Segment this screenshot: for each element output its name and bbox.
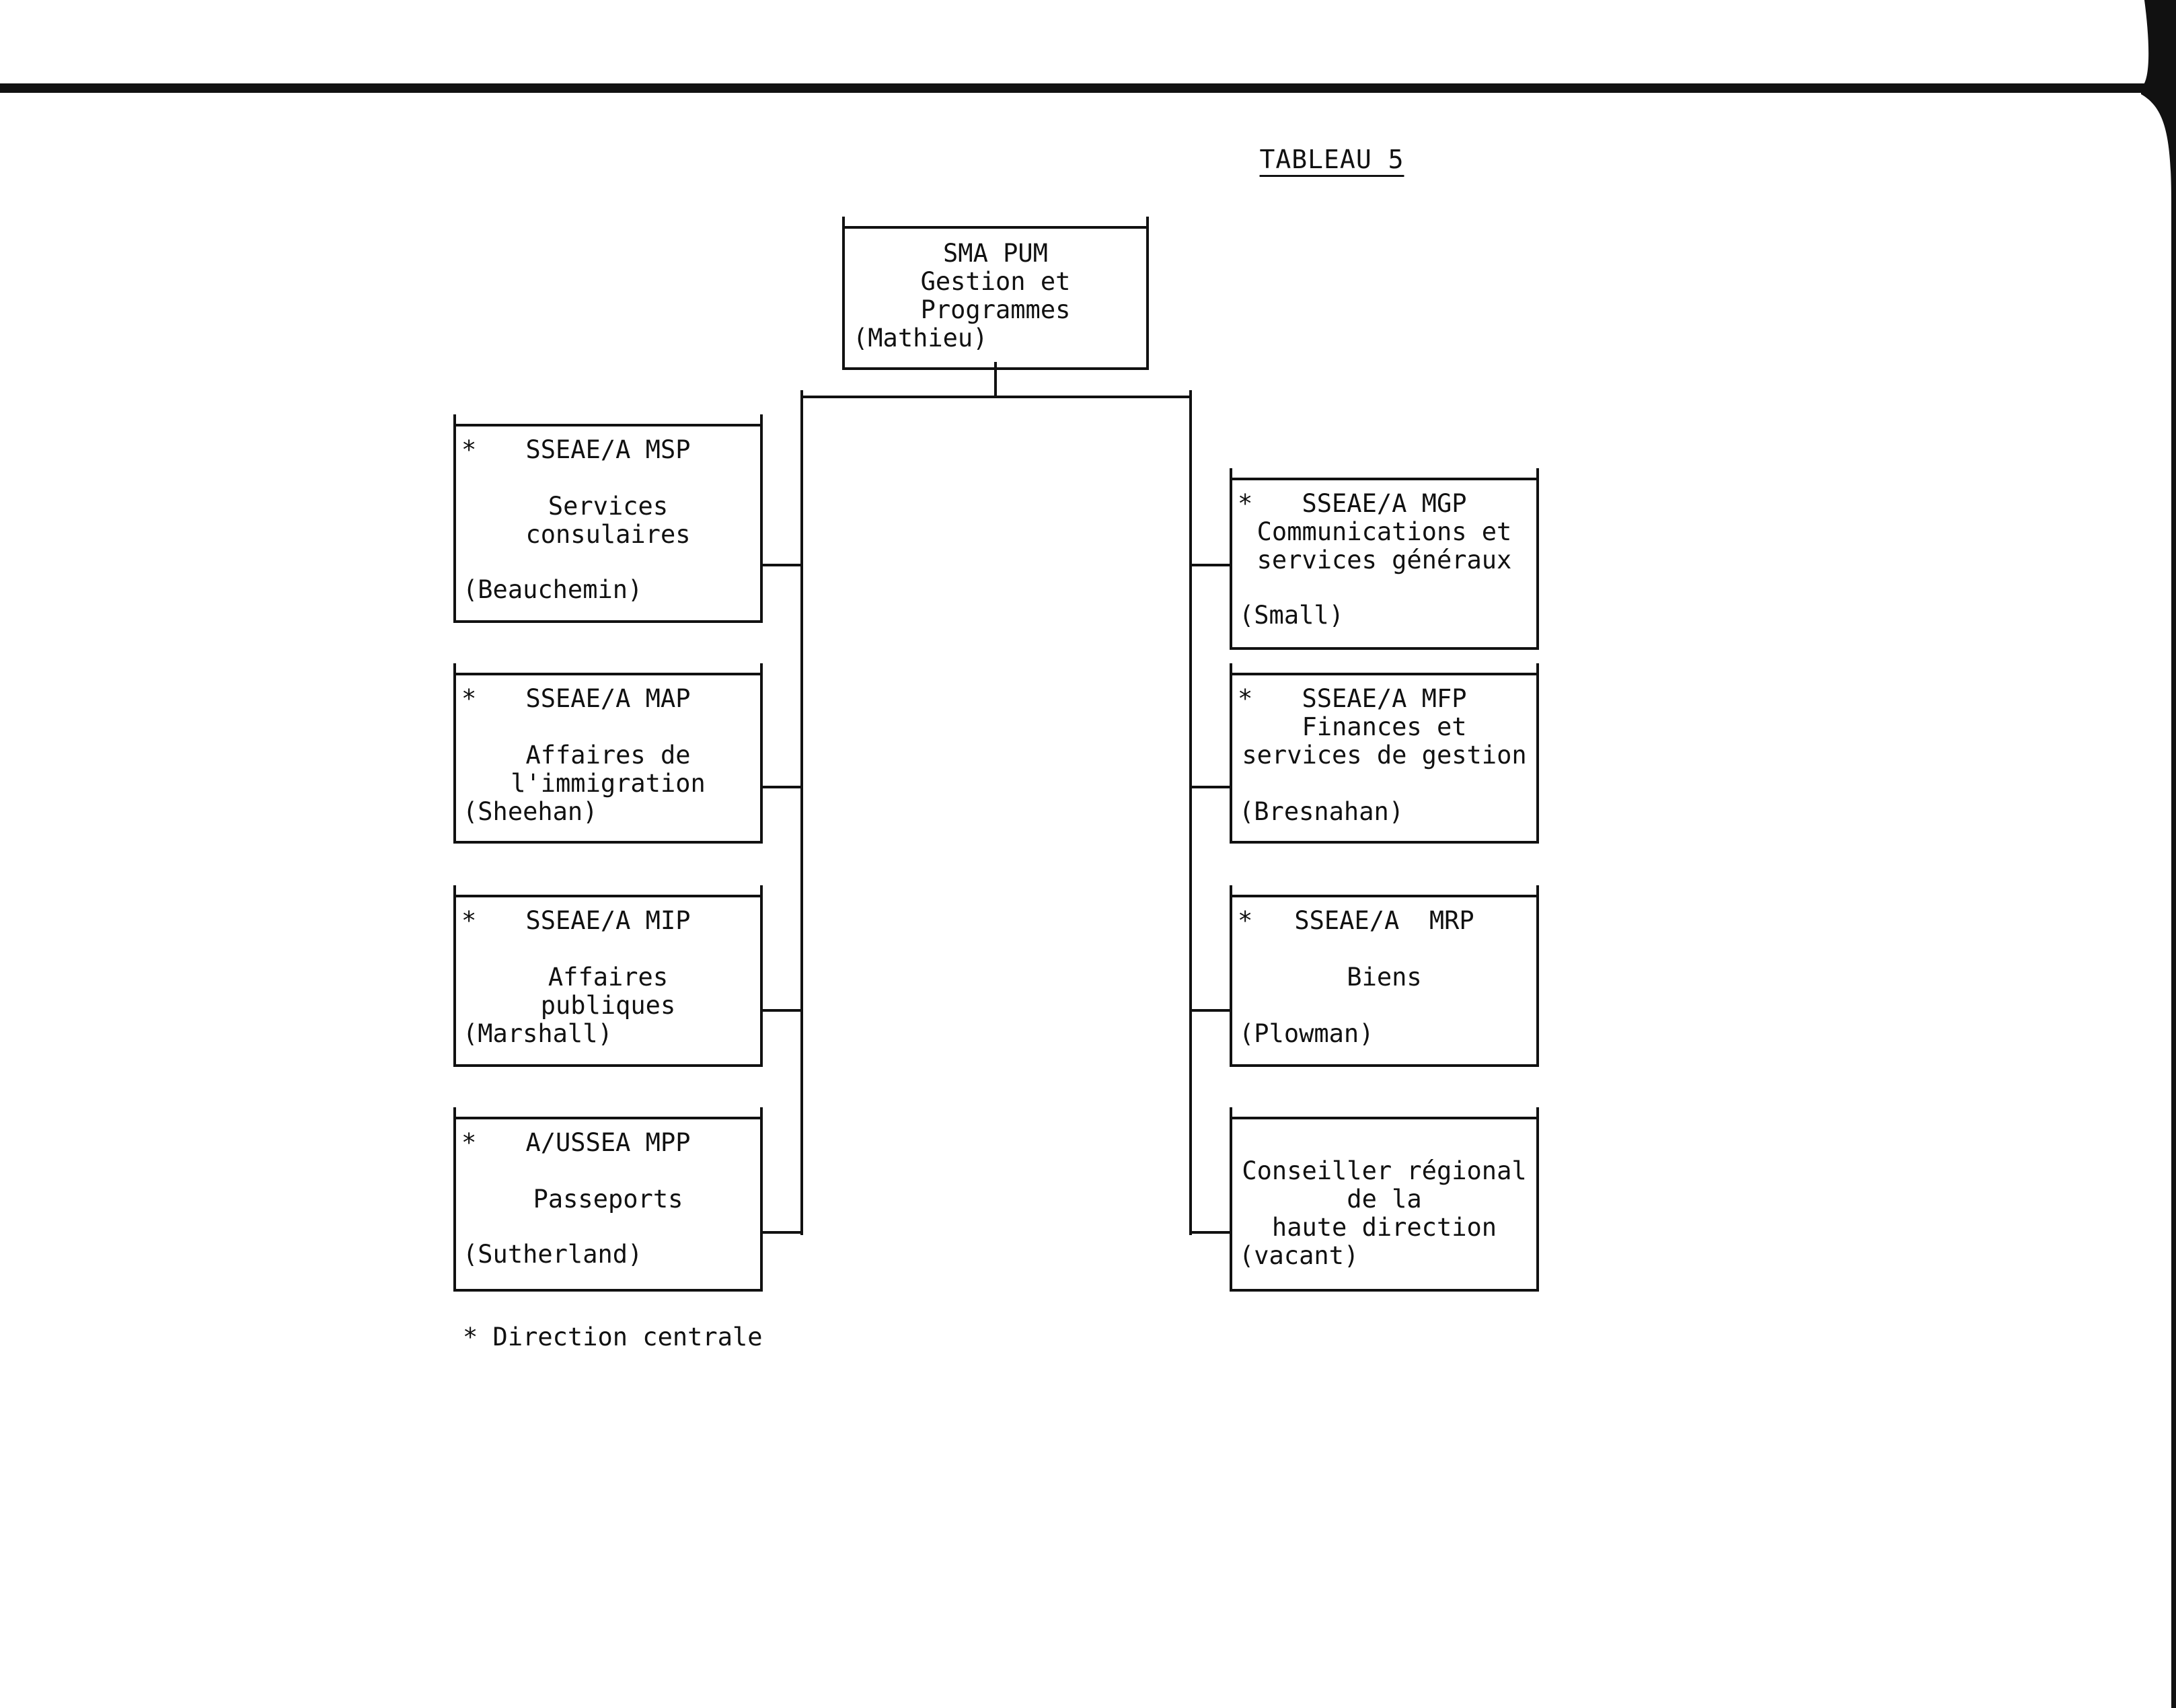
connector-left-4	[760, 1231, 802, 1234]
box-line-2: consulaires	[525, 520, 691, 549]
root-person: (Mathieu)	[853, 324, 988, 352]
box-code: SSEAE/A MFP	[1302, 684, 1467, 713]
box-line-1: Affaires	[548, 963, 669, 992]
org-box-root: SMA PUM Gestion et Programmes (Mathieu)	[842, 217, 1149, 370]
org-box-mip: * SSEAE/A MIP Affaires publiques (Marsha…	[453, 885, 763, 1067]
box-line-1: Services	[548, 492, 669, 521]
central-marker: *	[1238, 684, 1253, 713]
box-line-1: Communications et	[1256, 517, 1512, 546]
box-person: (Marshall)	[463, 1019, 613, 1048]
box-person: (vacant)	[1239, 1241, 1359, 1270]
page-top-rule	[0, 83, 2146, 93]
box-line-1: Affaires de	[525, 741, 691, 770]
box-line-1: Conseiller régional	[1242, 1156, 1527, 1185]
box-line-2: de la	[1347, 1185, 1422, 1214]
box-code: SSEAE/A MIP	[525, 906, 691, 935]
connector-left-3	[760, 1009, 802, 1012]
connector-right-2	[1189, 786, 1231, 788]
root-line-3: Programmes	[920, 295, 1071, 324]
box-person: (Sutherland)	[463, 1240, 643, 1269]
box-person: (Beauchemin)	[463, 575, 643, 604]
org-box-mpp: * A/USSEA MPP Passeports (Sutherland)	[453, 1107, 763, 1292]
box-code: SSEAE/A MSP	[525, 435, 691, 464]
root-line-1: SMA PUM	[943, 239, 1048, 268]
connector-left-2	[760, 786, 802, 788]
box-code: SSEAE/A MGP	[1302, 489, 1467, 518]
box-person: (Sheehan)	[463, 797, 598, 826]
connector-right-4	[1189, 1231, 1231, 1234]
page-title: TABLEAU 5	[1259, 145, 1404, 174]
central-marker: *	[461, 1128, 477, 1157]
box-line-1: Biens	[1347, 963, 1422, 992]
central-marker: *	[461, 684, 477, 713]
box-line-3: haute direction	[1271, 1213, 1497, 1242]
connector-right-3	[1189, 1009, 1231, 1012]
box-line-2: services de gestion	[1242, 741, 1527, 770]
box-code: SSEAE/A MAP	[525, 684, 691, 713]
box-line-2: services généraux	[1256, 546, 1512, 574]
org-box-mfp: * SSEAE/A MFP Finances et services de ge…	[1230, 663, 1539, 844]
box-person: (Small)	[1239, 601, 1344, 630]
box-line-2: l'immigration	[511, 769, 706, 798]
box-code: A/USSEA MPP	[525, 1128, 691, 1157]
footnote: * Direction centrale	[463, 1323, 763, 1351]
box-person: (Bresnahan)	[1239, 797, 1404, 826]
org-box-map: * SSEAE/A MAP Affaires de l'immigration …	[453, 663, 763, 844]
box-code: SSEAE/A MRP	[1294, 906, 1474, 935]
root-line-2: Gestion et	[920, 267, 1071, 296]
org-box-msp: * SSEAE/A MSP Services consulaires (Beau…	[453, 414, 763, 623]
box-line-1: Passeports	[533, 1185, 683, 1214]
org-box-mgp: * SSEAE/A MGP Communications et services…	[1230, 468, 1539, 650]
connector-root-stem	[994, 362, 997, 397]
box-person: (Plowman)	[1239, 1019, 1374, 1048]
connector-top-bar	[800, 396, 1192, 398]
connector-left-trunk	[800, 390, 803, 1235]
central-marker: *	[461, 906, 477, 935]
box-line-1: Finances et	[1302, 712, 1467, 741]
connector-right-1	[1189, 564, 1231, 566]
central-marker: *	[1238, 489, 1253, 518]
central-marker: *	[461, 435, 477, 464]
org-box-mrp: * SSEAE/A MRP Biens (Plowman)	[1230, 885, 1539, 1067]
connector-right-trunk	[1189, 390, 1192, 1235]
central-marker: *	[1238, 906, 1253, 935]
connector-left-1	[760, 564, 802, 566]
org-box-regional-advisor: Conseiller régional de la haute directio…	[1230, 1107, 1539, 1292]
page-edge	[2141, 0, 2176, 1708]
box-line-2: publiques	[540, 991, 676, 1020]
